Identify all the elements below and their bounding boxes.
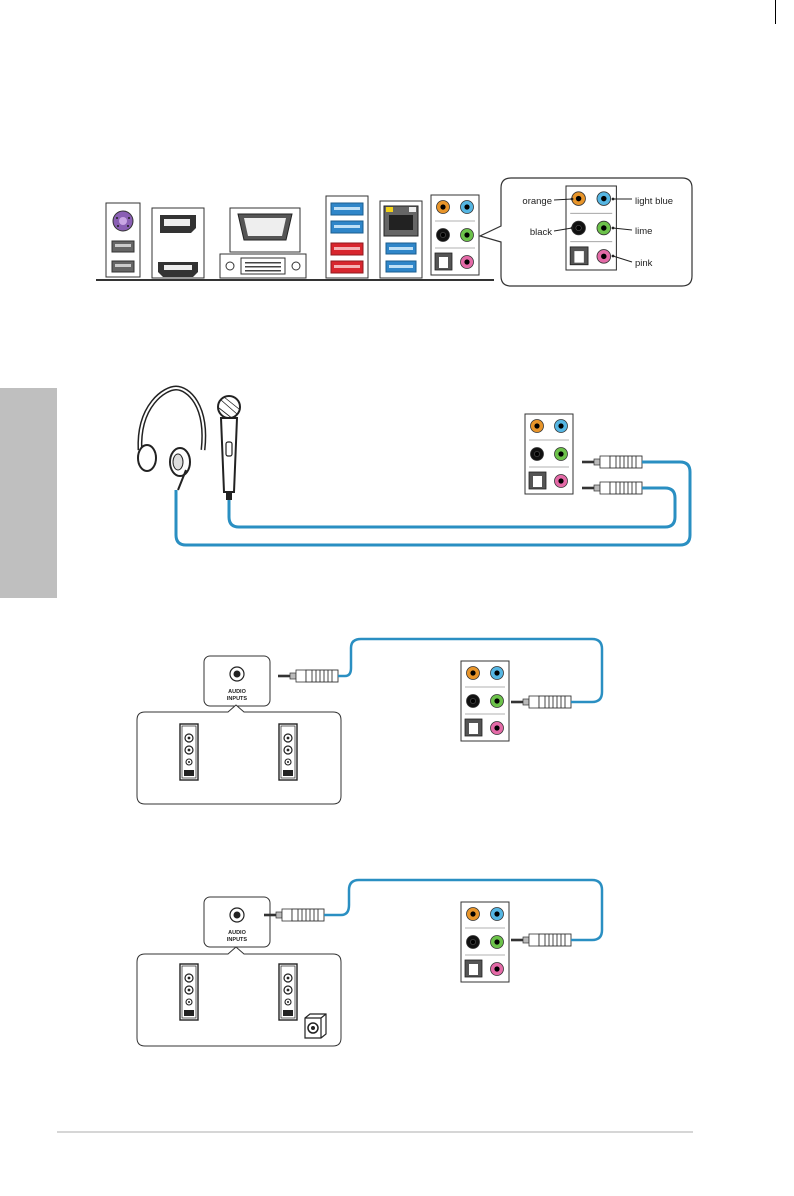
speaker-icon — [279, 964, 297, 1020]
legend-label-pink: pink — [635, 258, 653, 269]
rear-audio-jacks — [431, 195, 479, 275]
legend-label-light-blue: light blue — [635, 196, 673, 207]
vga-icon — [230, 208, 300, 252]
headphone-icon — [138, 388, 204, 490]
audio-jacks-2ch — [461, 661, 509, 741]
legend-label-lime: lime — [635, 226, 652, 237]
audio-plug-icon — [582, 482, 642, 494]
audio-inputs-label-line1: AUDIO — [228, 689, 246, 695]
legend-label-black: black — [530, 227, 552, 238]
speaker-icon — [180, 964, 198, 1020]
legend-label-orange: orange — [522, 196, 552, 207]
speaker-icon — [180, 724, 198, 780]
rear-io-panel — [96, 195, 494, 280]
hdmi-icon — [158, 262, 198, 277]
audio-jacks-headset — [525, 414, 573, 494]
audio-inputs-label-line2: INPUTS — [227, 696, 248, 702]
lan-port-icon — [380, 201, 422, 278]
speaker-audio-inputs-sub: AUDIO INPUTS — [204, 897, 270, 947]
dvi-icon — [220, 254, 306, 278]
audio-plug-icon — [511, 696, 571, 708]
audio-plug-icon — [278, 670, 338, 682]
audio-plug-icon — [582, 456, 642, 468]
speaker-audio-inputs-2ch: AUDIO INPUTS — [204, 656, 270, 706]
subwoofer-icon — [305, 1014, 326, 1038]
audio-plug-icon — [264, 909, 324, 921]
speaker-set-box — [137, 705, 341, 804]
jack-legend-callout: orange black light blue lime pink — [480, 178, 692, 286]
audio-inputs-label-line2: INPUTS — [227, 937, 248, 943]
speaker-icon — [279, 724, 297, 780]
headset-cables — [176, 462, 690, 545]
usb3-ports — [326, 196, 368, 278]
microphone-icon — [218, 396, 240, 500]
audio-jacks-sub — [461, 902, 509, 982]
audio-plug-icon — [511, 934, 571, 946]
audio-inputs-label-line1: AUDIO — [228, 930, 246, 936]
